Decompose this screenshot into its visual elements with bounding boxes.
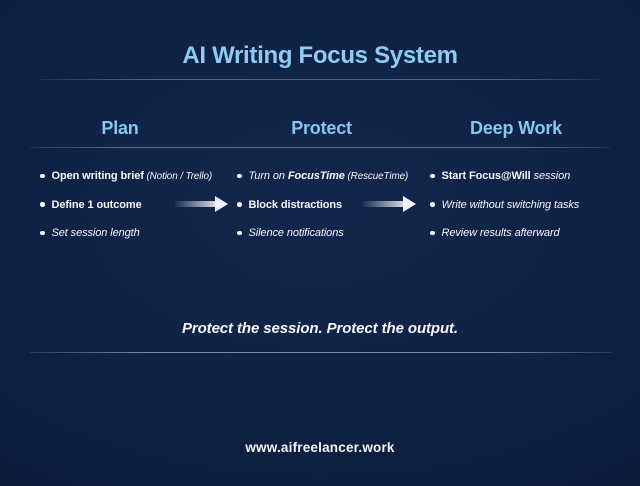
- title-divider: [38, 79, 602, 80]
- tagline: Protect the session. Protect the output.: [181, 320, 459, 337]
- column-plan-bullet-list: Open writing brief (Notion / Trello) Def…: [30, 166, 213, 243]
- bullet-segment: Define 1 outcome: [51, 198, 142, 211]
- bullet-item: Define 1 outcome: [40, 195, 210, 215]
- bullet-item: Turn on FocusTime (RescueTime): [237, 166, 413, 186]
- flow-arrow-bar: [175, 201, 215, 207]
- bullet-dot-icon: [237, 230, 242, 236]
- bullet-dot-icon: [40, 230, 45, 236]
- bullet-segment: Turn on: [248, 170, 288, 182]
- bullet-segment: (RescueTime): [344, 171, 409, 182]
- page-title: AI Writing Focus System: [182, 42, 458, 69]
- bullet-segment: Open writing brief: [51, 170, 144, 182]
- bullet-dot-icon: [40, 173, 45, 179]
- bullet-segment: Review results afterward: [441, 227, 560, 239]
- bullet-item: Block distractions: [237, 195, 413, 215]
- flow-arrow-icon: [175, 196, 228, 212]
- bullet-segment: Silence notifications: [248, 227, 344, 239]
- bullet-dot-icon: [430, 173, 435, 179]
- column-deep-work-header: Deep Work: [470, 118, 562, 138]
- bullet-dot-icon: [237, 173, 242, 179]
- bullet-segment: Write without switching tasks: [441, 198, 580, 211]
- bullet-item: Start Focus@Will session: [430, 166, 607, 186]
- column-plan-header: Plan: [101, 118, 139, 138]
- tagline-divider: [30, 352, 612, 353]
- bullet-text: Turn on FocusTime (RescueTime): [249, 170, 409, 182]
- bullet-text: Define 1 outcome: [52, 199, 142, 211]
- flow-arrow-head: [215, 196, 228, 212]
- bullet-segment: FocusTime: [287, 170, 345, 182]
- bullet-text: Set session length: [52, 227, 140, 239]
- bullet-dot-icon: [40, 202, 45, 207]
- bullet-segment: Set session length: [51, 227, 140, 239]
- footer-url: www.aifreelancer.work: [245, 440, 395, 455]
- bullet-text: Silence notifications: [249, 227, 344, 239]
- flow-arrow-icon: [363, 196, 416, 212]
- bullet-segment: Start Focus@Will: [441, 170, 534, 182]
- bullet-item: Open writing brief (Notion / Trello): [40, 166, 213, 186]
- bullet-text: Open writing brief (Notion / Trello): [52, 170, 213, 182]
- bullet-text: Write without switching tasks: [442, 199, 580, 211]
- bullet-item: Silence notifications: [237, 223, 413, 243]
- flow-arrow-bar: [363, 201, 403, 207]
- bullet-dot-icon: [237, 202, 242, 207]
- headers-divider: [30, 147, 610, 148]
- bullet-dot-icon: [430, 202, 435, 207]
- column-deep-work: Deep Work Start Focus@Will session Write…: [425, 115, 607, 252]
- bullet-item: Set session length: [40, 223, 210, 243]
- column-protect-bullet-list: Turn on FocusTime (RescueTime) Block dis…: [230, 166, 413, 243]
- bullet-text: Block distractions: [249, 199, 343, 211]
- bullet-segment: session: [533, 170, 571, 182]
- bullet-segment: (Notion / Trello): [143, 171, 213, 182]
- column-protect: Protect Turn on FocusTime (RescueTime) B…: [230, 115, 413, 252]
- bullet-item: Review results afterward: [430, 223, 607, 243]
- column-deep-work-bullet-list: Start Focus@Will session Write without s…: [425, 166, 607, 243]
- column-plan: Plan Open writing brief (Notion / Trello…: [30, 115, 213, 252]
- column-protect-header: Protect: [291, 118, 352, 138]
- flow-arrow-head: [403, 196, 416, 212]
- bullet-segment: Block distractions: [248, 198, 343, 211]
- bullet-text: Review results afterward: [442, 227, 560, 239]
- bullet-text: Start Focus@Will session: [442, 170, 571, 182]
- bullet-dot-icon: [430, 230, 435, 236]
- bullet-item: Write without switching tasks: [430, 195, 607, 215]
